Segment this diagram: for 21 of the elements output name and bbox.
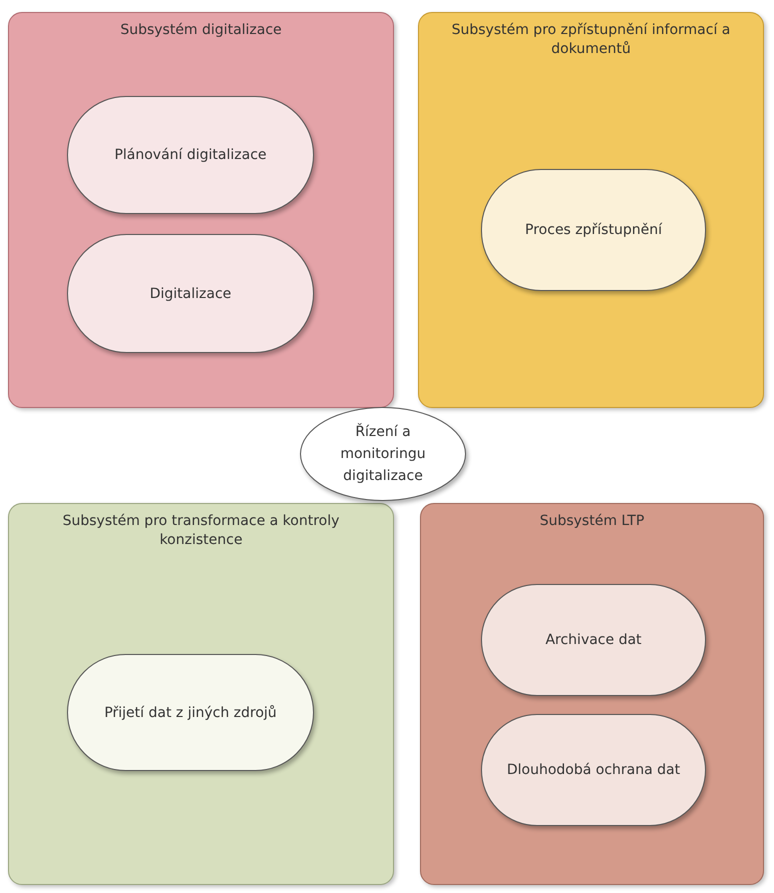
process-pill [481,169,706,291]
subsystem-panel [8,12,394,408]
process-label: Řízení a monitoringu digitalizace [339,422,427,486]
panel-title: Subsystém pro transformace a kontroly konzistence [62,512,340,550]
panel-title: Subsystém digitalizace [119,21,283,40]
process-label: Digitalizace [150,284,232,304]
subsystem-panel [418,12,764,408]
process-label: Proces zpřístupnění [525,221,662,240]
process-label: Plánování digitalizace [114,146,267,165]
panel-title: Subsystém LTP [538,512,646,531]
process-pill [481,584,706,696]
process-pill [67,96,314,214]
subsystem-panel [420,503,764,885]
panel-title: Subsystém pro zpřístupnění informací a dokumentů [450,21,732,59]
process-label: Přijetí dat z jiných zdrojů [104,704,277,722]
subsystem-panel [8,503,394,885]
process-label: Dlouhodobá ochrana dat [506,761,680,780]
process-label: Archivace dat [545,631,642,650]
process-pill [67,654,314,771]
process-pill [481,714,706,826]
process-pill [67,234,314,353]
